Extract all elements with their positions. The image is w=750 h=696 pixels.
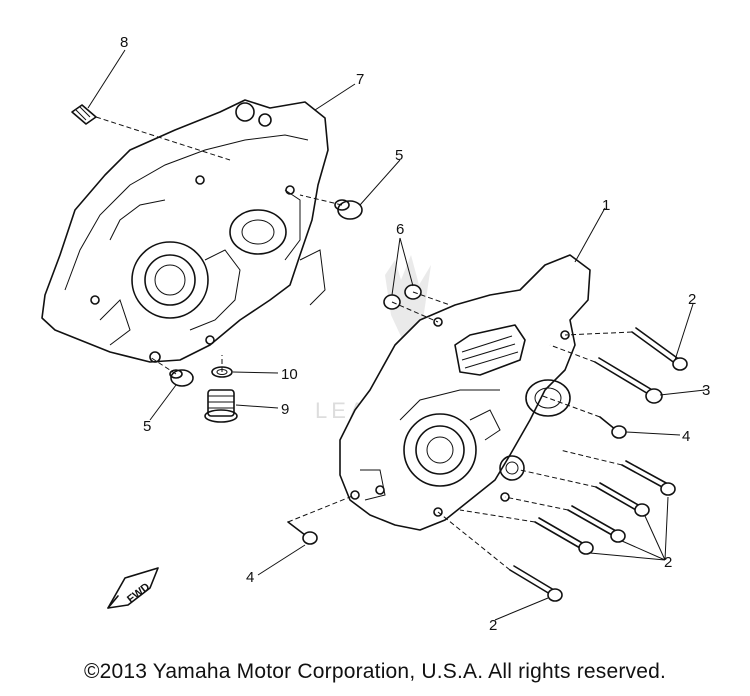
screw-part-8 xyxy=(71,104,97,125)
right-crankcase-half xyxy=(339,254,591,531)
dowel-part-5-upper xyxy=(334,199,363,220)
callout-5-upper: 5 xyxy=(395,147,403,164)
callout-5-lower: 5 xyxy=(143,418,151,435)
left-crankcase-half xyxy=(41,99,329,363)
callout-8: 8 xyxy=(120,34,128,51)
callout-2-bottom: 2 xyxy=(489,617,497,634)
callout-7: 7 xyxy=(356,71,364,88)
callouts: 8 7 5 6 1 2 3 4 10 9 5 2 4 2 xyxy=(120,34,710,634)
callout-6: 6 xyxy=(396,221,404,238)
callout-10: 10 xyxy=(281,366,298,383)
alignment-lines xyxy=(95,116,633,571)
forward-arrow-icon: FWD xyxy=(107,567,159,609)
callout-2-top: 2 xyxy=(688,291,696,308)
callout-2-group: 2 xyxy=(664,554,672,571)
callout-3: 3 xyxy=(702,382,710,399)
bolts xyxy=(287,327,688,602)
callout-4-right: 4 xyxy=(682,428,690,445)
leader-lines xyxy=(87,49,706,621)
drain-plug-part-9 xyxy=(204,389,238,423)
callout-1: 1 xyxy=(602,197,610,214)
callout-4-left: 4 xyxy=(246,569,254,586)
dowel-part-5-lower xyxy=(169,369,194,387)
callout-9: 9 xyxy=(281,401,289,418)
copyright-footer: ©2013 Yamaha Motor Corporation, U.S.A. A… xyxy=(83,660,667,683)
